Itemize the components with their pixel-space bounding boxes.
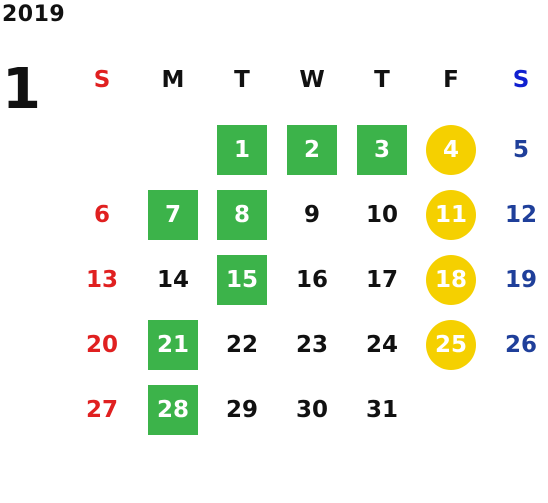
day-cell-3[interactable]: 3 [357,125,407,175]
day-cell-29[interactable]: 29 [225,397,258,423]
day-cell-8[interactable]: 8 [217,190,267,240]
weekday-header: F [443,67,459,93]
day-cell-31[interactable]: 31 [365,397,398,423]
day-cell-5[interactable]: 5 [512,137,529,163]
day-cell-22[interactable]: 22 [225,332,258,358]
day-cell-4[interactable]: 4 [426,125,476,175]
day-cell-26[interactable]: 26 [504,332,537,358]
year-label: 2019 [2,2,66,27]
day-cell-14[interactable]: 14 [156,267,189,293]
weekday-header: T [234,67,250,93]
weekday-header: M [161,67,185,93]
day-cell-11[interactable]: 11 [426,190,476,240]
day-cell-2[interactable]: 2 [287,125,337,175]
day-cell-10[interactable]: 10 [365,202,398,228]
day-cell-23[interactable]: 23 [295,332,328,358]
day-cell-30[interactable]: 30 [295,397,328,423]
day-cell-18[interactable]: 18 [426,255,476,305]
weekday-header: W [299,67,325,93]
day-cell-7[interactable]: 7 [148,190,198,240]
day-cell-9[interactable]: 9 [303,202,320,228]
day-cell-24[interactable]: 24 [365,332,398,358]
day-cell-19[interactable]: 19 [504,267,537,293]
day-cell-28[interactable]: 28 [148,385,198,435]
day-cell-25[interactable]: 25 [426,320,476,370]
day-cell-17[interactable]: 17 [365,267,398,293]
day-cell-20[interactable]: 20 [85,332,118,358]
weekday-header: S [93,67,111,93]
day-cell-13[interactable]: 13 [85,267,118,293]
day-cell-27[interactable]: 27 [85,397,118,423]
day-cell-1[interactable]: 1 [217,125,267,175]
weekday-header: S [512,67,530,93]
day-cell-15[interactable]: 15 [217,255,267,305]
day-cell-16[interactable]: 16 [295,267,328,293]
day-cell-12[interactable]: 12 [504,202,537,228]
day-cell-6[interactable]: 6 [93,202,110,228]
day-cell-21[interactable]: 21 [148,320,198,370]
weekday-header: T [374,67,390,93]
month-number: 1 [2,57,41,122]
